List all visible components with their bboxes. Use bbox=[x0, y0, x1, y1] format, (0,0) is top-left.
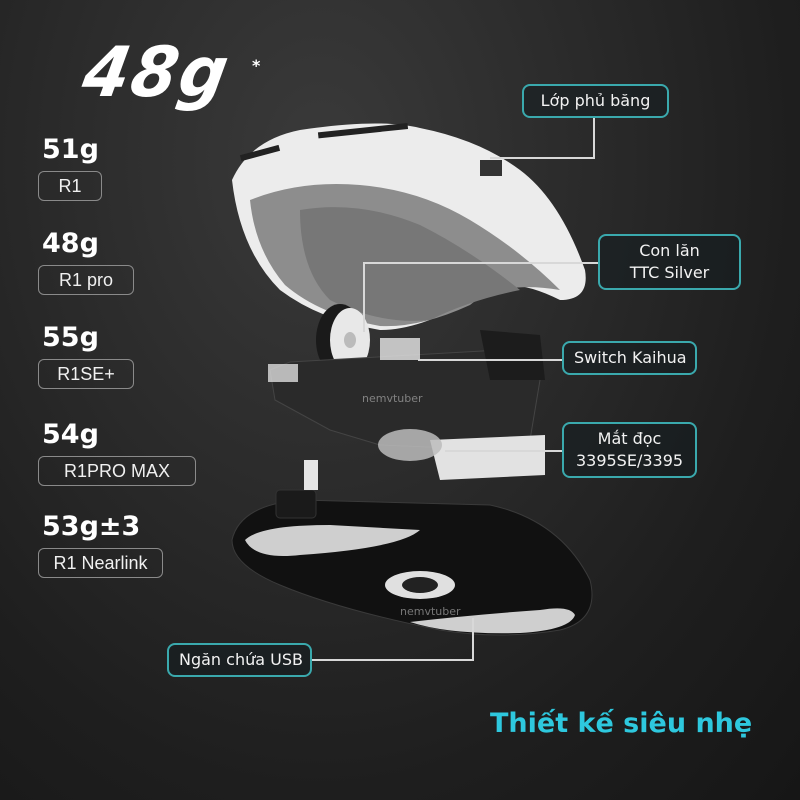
variant-weight: 55g bbox=[42, 322, 99, 353]
leader-line-coating bbox=[593, 116, 595, 158]
leader-line-usb bbox=[310, 659, 474, 661]
leader-line-sensor bbox=[445, 450, 563, 452]
pcb-assembly-image bbox=[268, 330, 545, 480]
variant-model-badge: R1 bbox=[38, 171, 102, 201]
leader-line-wheel bbox=[363, 262, 600, 264]
variant-r1-pro-max: 54g R1PRO MAX bbox=[38, 421, 196, 486]
variant-r1-nearlink: 53g±3 R1 Nearlink bbox=[38, 513, 163, 578]
watermark: nemvtuber bbox=[400, 605, 461, 618]
callout-sensor-line2: 3395SE/3395 bbox=[575, 451, 684, 470]
callout-wheel-line2: TTC Silver bbox=[629, 263, 710, 282]
leader-line-usb-v bbox=[472, 618, 474, 660]
leader-line-wheel-v bbox=[363, 262, 365, 332]
variant-weight: 51g bbox=[42, 134, 99, 165]
variant-model-badge: R1SE+ bbox=[38, 359, 134, 389]
callout-switch-label: Switch Kaihua bbox=[574, 348, 687, 367]
variant-r1: 51g R1 bbox=[38, 136, 102, 201]
top-shell-image bbox=[232, 122, 586, 330]
hero-weight: 48g bbox=[76, 32, 237, 113]
tagline: Thiết kế siêu nhẹ bbox=[490, 708, 753, 739]
callout-usb-label: Ngăn chứa USB bbox=[179, 650, 303, 669]
hero-footnote-mark: * bbox=[252, 56, 261, 75]
callout-switch: Switch Kaihua bbox=[562, 341, 697, 375]
callout-sensor: Mắt đọc 3395SE/3395 bbox=[562, 422, 697, 478]
variant-weight: 48g bbox=[42, 228, 99, 259]
callout-scroll-wheel: Con lăn TTC Silver bbox=[598, 234, 741, 290]
variant-weight: 53g±3 bbox=[42, 511, 141, 542]
callout-wheel-line1: Con lăn bbox=[639, 241, 700, 260]
leader-line-switch bbox=[418, 359, 563, 361]
callout-coating-label: Lớp phủ băng bbox=[540, 91, 651, 110]
variant-r1se-plus: 55g R1SE+ bbox=[38, 324, 134, 389]
variant-weight: 54g bbox=[42, 419, 99, 450]
variant-model-badge: R1 pro bbox=[38, 265, 134, 295]
callout-sensor-line1: Mắt đọc bbox=[597, 429, 662, 448]
variant-model-badge: R1PRO MAX bbox=[38, 456, 196, 486]
callout-coating: Lớp phủ băng bbox=[522, 84, 669, 118]
watermark: nemvtuber bbox=[362, 392, 423, 405]
leader-line-coating-h bbox=[490, 157, 595, 159]
variant-r1-pro: 48g R1 pro bbox=[38, 230, 134, 295]
callout-usb-compartment: Ngăn chứa USB bbox=[167, 643, 312, 677]
variant-model-badge: R1 Nearlink bbox=[38, 548, 163, 578]
bottom-shell-image bbox=[231, 460, 593, 636]
